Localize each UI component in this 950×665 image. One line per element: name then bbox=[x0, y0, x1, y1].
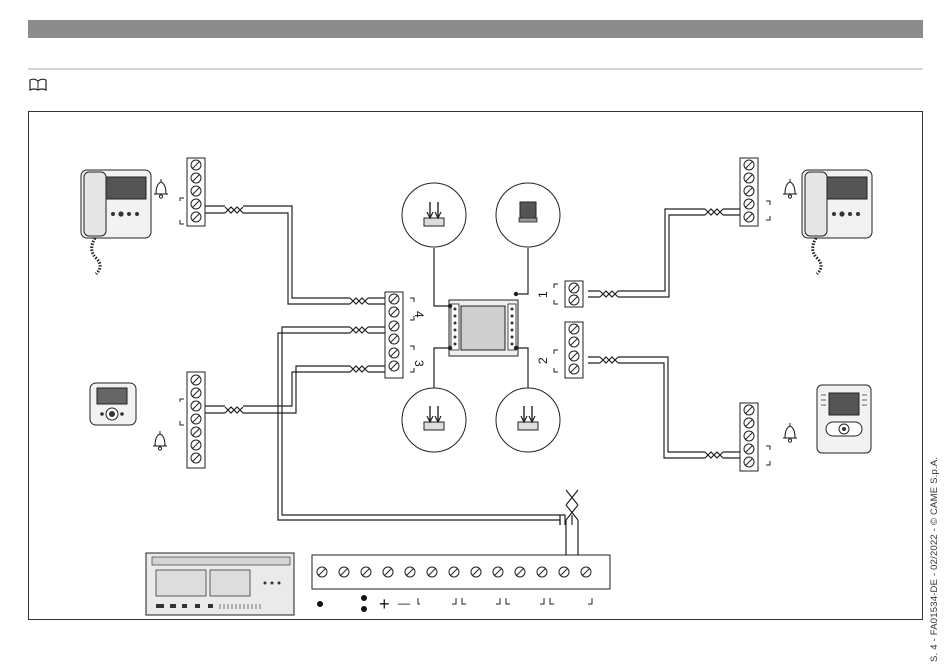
psu-terminal-strip: + — bbox=[312, 555, 610, 614]
bell-icon bbox=[154, 179, 168, 198]
jumper-callout-bottom-left bbox=[402, 388, 466, 452]
jumper-icon bbox=[520, 202, 536, 220]
terminal-block-lower-right bbox=[740, 403, 770, 471]
terminal-block-1: 1 bbox=[536, 281, 583, 307]
psu-feed-wire bbox=[278, 490, 578, 555]
wire-group bbox=[205, 206, 740, 555]
terminal-block-top-right bbox=[740, 158, 770, 226]
bus-label-2: 2 bbox=[536, 357, 550, 364]
twisted-pair-icon bbox=[350, 298, 368, 304]
terminal-block-4-3: 4 3 bbox=[385, 292, 426, 378]
side-caption: S. 4 - FA01534-DE - 02/2022 - © CAME S.p… bbox=[929, 457, 940, 662]
twisted-pair-icon bbox=[705, 209, 723, 215]
twisted-pair-icon bbox=[225, 207, 243, 213]
bell-icon bbox=[783, 423, 797, 442]
bus-label-3: 3 bbox=[412, 360, 426, 367]
power-supply-unit bbox=[146, 553, 294, 615]
handset-monitor-top-right bbox=[802, 170, 872, 274]
monitor-lower-left bbox=[90, 383, 136, 425]
jumper-callout-bottom-right bbox=[496, 388, 560, 452]
bell-icon bbox=[153, 431, 167, 450]
terminal-block-2: 2 bbox=[536, 322, 583, 378]
plus-symbol: + bbox=[379, 594, 390, 614]
terminal-block-top-left bbox=[180, 158, 205, 226]
monitor-lower-right bbox=[817, 385, 871, 453]
twisted-pair-icon bbox=[350, 327, 368, 333]
minus-symbol: — bbox=[398, 596, 410, 610]
jumper-callout-top-left bbox=[402, 183, 466, 247]
handset-monitor-top-left bbox=[81, 170, 151, 274]
jumper-callout-top-right bbox=[496, 183, 560, 247]
twisted-pair-icon bbox=[350, 366, 368, 372]
bus-label-1: 1 bbox=[536, 291, 550, 298]
bus-label-4: 4 bbox=[412, 311, 426, 318]
twisted-pair-icon bbox=[600, 357, 618, 363]
distribution-module bbox=[448, 292, 518, 356]
bell-icon bbox=[783, 179, 797, 198]
twisted-pair-icon bbox=[225, 407, 243, 413]
twisted-pair-icon bbox=[600, 291, 618, 297]
terminal-block-lower-left bbox=[180, 372, 205, 468]
twisted-pair-icon bbox=[705, 452, 723, 458]
